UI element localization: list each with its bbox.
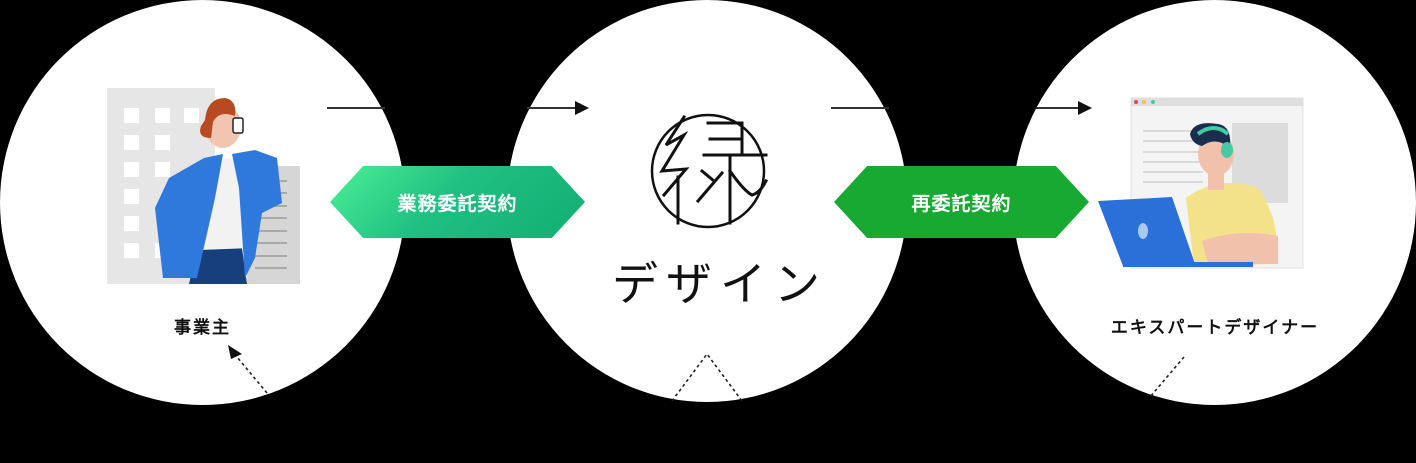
contract-label: 再委託契約 — [911, 192, 1012, 215]
arrow-line-2a — [831, 107, 889, 109]
client-label: 事業主 — [174, 318, 231, 338]
arrow-right-icon — [1078, 101, 1092, 115]
designer-illustration — [1098, 97, 1304, 269]
arrow-line-1b — [527, 107, 577, 109]
dotted-arrow-peak-icon — [671, 352, 743, 402]
dotted-arrow-up-icon — [228, 345, 268, 394]
designer-label: エキスパートデザイナー — [1110, 318, 1320, 338]
company-logo-text: デザイン — [612, 257, 828, 311]
arrow-line-2b — [1036, 107, 1080, 109]
arrow-right-icon — [575, 101, 589, 115]
arrow-line-1a — [327, 107, 385, 109]
contract-label: 業務委託契約 — [397, 192, 518, 215]
enishi-logo-icon — [650, 113, 769, 229]
businesswoman-illustration — [107, 88, 300, 284]
dotted-line-icon — [1149, 356, 1185, 398]
contract-badge-subcontract: 再委託契約 — [834, 166, 1089, 238]
contract-badge-outsourcing: 業務委託契約 — [330, 166, 585, 238]
